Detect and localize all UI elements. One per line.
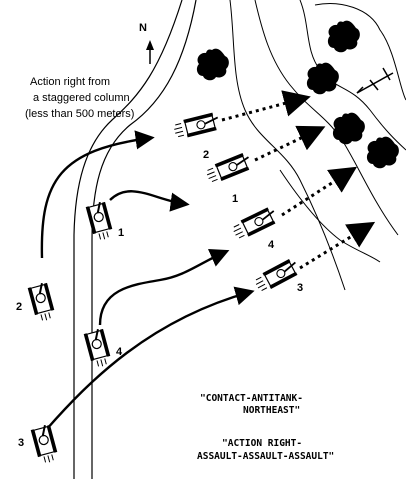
caption-line-3: (less than 500 meters) [25,108,134,120]
caption-line-1: Action right from [30,76,110,88]
terrain-contours [229,0,406,291]
column-number-1: 1 [118,227,124,239]
tree-icon [327,20,360,53]
tank-icon [203,150,254,186]
tank-icon [251,256,302,296]
command-1-line-2: NORTHEAST" [243,405,300,416]
enemy-antitank-symbol-icon [356,67,394,94]
compass-arrow-icon [146,40,154,64]
tree-icon [306,62,339,95]
tree-icon [332,112,365,145]
assault-number-1: 1 [232,193,238,205]
command-action: "ACTION RIGHT- ASSAULT-ASSAULT-ASSAULT" [197,438,334,462]
tank-icon [26,280,58,324]
tank-icon [171,110,222,141]
command-1-line-1: "CONTACT-ANTITANK- [200,393,303,404]
tree-icon [196,48,229,81]
movement-paths [40,130,255,431]
assault-number-2: 2 [203,149,209,161]
tank-icon [84,199,116,243]
column-number-3: 3 [18,437,24,449]
tank-icon [82,326,114,370]
column-tank-1 [84,199,116,243]
column-tank-2 [26,280,58,324]
tank-icon [29,422,61,466]
column-tank-3 [29,422,61,466]
north-label: N [139,22,147,34]
command-2-line-2: ASSAULT-ASSAULT-ASSAULT" [197,451,334,462]
tank-icon [229,204,280,243]
assault-number-3: 3 [297,282,303,294]
tree-icon [366,136,399,169]
column-number-2: 2 [16,301,22,313]
command-contact: "CONTACT-ANTITANK- NORTHEAST" [200,393,303,416]
assault-paths [221,90,376,270]
road [73,0,197,479]
column-tank-4 [82,326,114,370]
assault-number-4: 4 [268,239,275,251]
caption: Action right from a staggered column (le… [25,76,134,120]
command-2-line-1: "ACTION RIGHT- [222,438,302,449]
caption-line-2: a staggered column [33,92,130,104]
column-number-4: 4 [116,346,123,358]
